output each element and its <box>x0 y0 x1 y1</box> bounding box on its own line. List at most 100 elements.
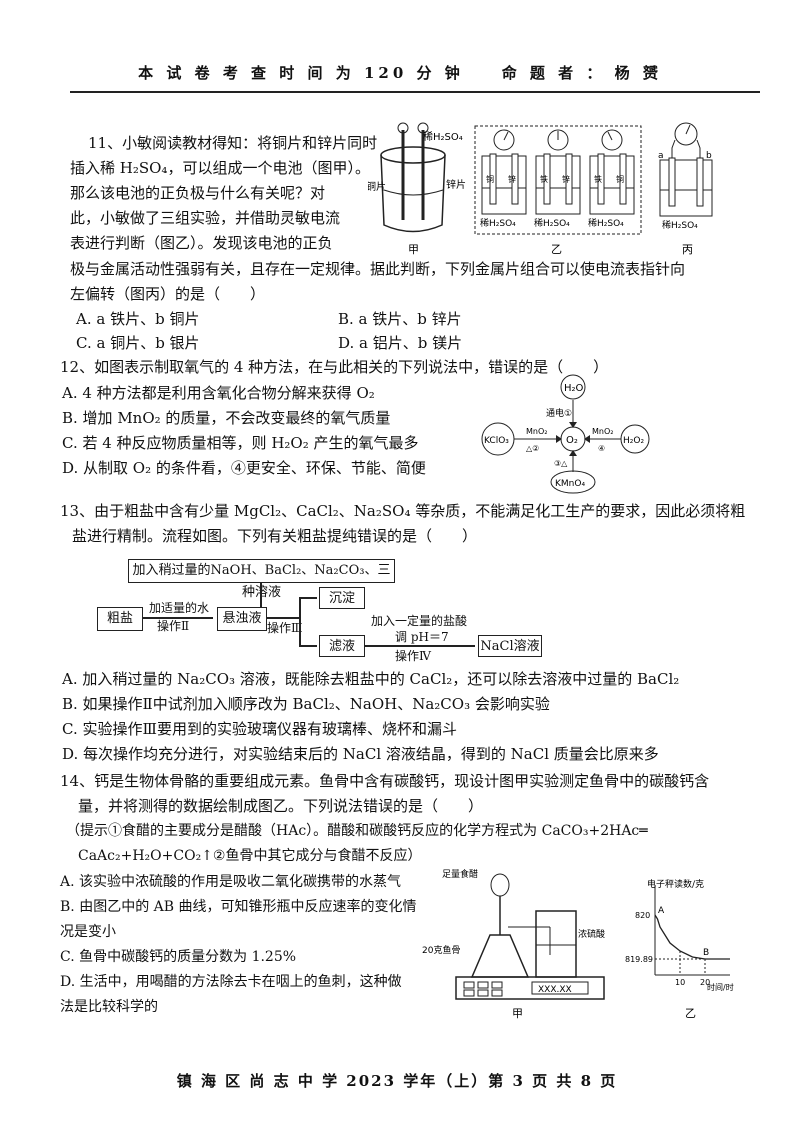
flow-reagents-box: 加入稍过量的NaOH、BaCl₂、Na₂CO₃、三种溶液 <box>128 559 395 600</box>
apparatus-caption: 甲 <box>512 1007 523 1020</box>
q12-option-b: B. 增加 MnO₂ 的质量，不会改变最终的氧气质量 <box>62 409 391 427</box>
q12-option-c: C. 若 4 种反应物质量相等，则 H₂O₂ 产生的氧气最多 <box>62 434 419 452</box>
header-rule <box>70 91 760 93</box>
q11-line4: 此，小敏做了三组实验，并借助灵敏电流 <box>70 209 341 227</box>
yi-metal-3: 铁 <box>540 174 548 184</box>
flow-filtrate: 滤液 <box>319 635 365 657</box>
q11-option-c: C. a 铜片、b 银片 <box>76 334 200 352</box>
salt-purification-flowchart: 加入稍过量的NaOH、BaCl₂、Na₂CO₃、三种溶液 粗盐 加适量的水 操作… <box>95 555 655 665</box>
q14-option-d-line2: 法是比较科学的 <box>60 999 158 1015</box>
y-tick-820: 820 <box>635 911 650 920</box>
scale-display: XXX.XX <box>538 985 572 995</box>
bing-acid-label: 稀H₂SO₄ <box>662 219 698 231</box>
h2o2-node: H₂O₂ <box>623 436 644 446</box>
x-tick-20: 20 <box>700 978 710 987</box>
yi-metal-4: 锌 <box>562 174 570 184</box>
q11-line5: 表进行判断（图乙）。发现该电池的正负 <box>70 234 333 252</box>
q11-line6: 极与金属活动性强弱有关，且存在一定规律。据此判断，下列金属片组合可以使电流表指针… <box>70 260 686 278</box>
figure-bing: a b 稀H₂SO₄ 丙 <box>658 122 713 256</box>
figure-jia: 稀H₂SO₄ 铜片 锌片 甲 <box>368 122 466 256</box>
q11-option-b: B. a 铁片、b 锌片 <box>338 310 462 328</box>
q11-line7: 左偏转（图丙）的是（ ） <box>70 285 266 303</box>
flow-op4-label: 操作Ⅳ <box>395 649 431 663</box>
flow-suspension: 悬浊液 <box>217 607 267 631</box>
q12-stem: 12、如图表示制取氧气的 4 种方法，在与此相关的下列说法中，错误的是（ ） <box>60 358 609 376</box>
jia-acid-label: 稀H₂SO₄ <box>423 130 463 143</box>
q14-apparatus-figure: 足量食醋 浓硫酸 20克鱼骨 XXX.XX 甲 <box>422 868 605 1020</box>
reaction-2-condition: △② <box>526 444 539 453</box>
q13-line1: 13、由于粗盐中含有少量 MgCl₂、CaCl₂、Na₂SO₄ 等杂质，不能满足… <box>60 502 746 520</box>
figure-yi-frame <box>474 125 642 235</box>
flow-arrow-3 <box>299 597 317 599</box>
yi-acid-2: 稀H₂SO₄ <box>534 217 570 229</box>
flow-arrow-1 <box>143 617 213 619</box>
reaction-3-label: ③△ <box>554 459 568 468</box>
reaction-1-label: 通电① <box>546 407 572 419</box>
y-tick-819.89: 819.89 <box>625 955 653 964</box>
jia-cu-label: 铜片 <box>368 180 386 193</box>
x-axis-label: 时间/时 <box>707 982 734 992</box>
q11-line1: 11、小敏阅读教材得知：将铜片和锌片同时 <box>88 134 378 152</box>
jia-caption: 甲 <box>408 243 419 256</box>
yi-metal-5: 铁 <box>594 174 602 184</box>
sulfuric-acid-label: 浓硫酸 <box>578 928 605 940</box>
flow-ph-label: 调 pH＝7 <box>395 630 449 644</box>
page-footer: 镇 海 区 尚 志 中 学 2023 学年（上）第 3 页 共 8 页 <box>176 1072 618 1090</box>
flow-precipitate: 沉淀 <box>319 587 365 609</box>
mass-vs-time-chart: 电子秤读数/克 时间/时 819.89 820 10 20 A B 乙 <box>625 878 734 1020</box>
q14-line2: 量，并将测得的数据绘制成图乙。下列说法错误的是（ ） <box>78 797 484 815</box>
reaction-4-condition: ④ <box>598 444 605 453</box>
bing-a-label: a <box>658 151 664 161</box>
q14-line1: 14、钙是生物体骨骼的重要组成元素。鱼骨中含有碳酸钙，现设计图甲实验测定鱼骨中的… <box>60 772 710 790</box>
q14-hint-1: （提示①食醋的主要成分是醋酸（HAc）。醋酸和碳酸钙反应的化学方程式为 CaCO… <box>66 823 648 839</box>
q14-option-d-line1: D. 生活中，用喝醋的方法除去卡在咽上的鱼刺，这种做 <box>60 974 402 990</box>
flow-crude-salt: 粗盐 <box>97 607 143 631</box>
x-tick-10: 10 <box>675 978 685 987</box>
flow-op3-label: 操作Ⅲ <box>267 621 303 635</box>
oxygen-methods-diagram: H₂O 通电① O₂ KClO₃ MnO₂ △② H₂O₂ MnO₂ ④ ③△ … <box>481 374 650 494</box>
yi-acid-3: 稀H₂SO₄ <box>588 217 624 229</box>
h2o-node: H₂O <box>564 383 584 394</box>
q13-line2: 盐进行精制。流程如图。下列有关粗盐提纯错误的是（ ） <box>72 527 478 545</box>
q13-option-d: D. 每次操作均充分进行，对实验结束后的 NaCl 溶液结晶，得到的 NaCl … <box>62 745 659 763</box>
q13-option-c: C. 实验操作Ⅲ要用到的实验玻璃仪器有玻璃棒、烧杯和漏斗 <box>62 720 457 738</box>
kmno4-node: KMnO₄ <box>555 479 585 489</box>
yi-metal-1: 铜 <box>486 174 494 184</box>
point-b-label: B <box>703 948 709 958</box>
flow-nacl-solution: NaCl溶液 <box>478 635 542 657</box>
kclo3-node: KClO₃ <box>484 436 509 446</box>
yi-caption: 乙 <box>551 243 562 256</box>
jia-zn-label: 锌片 <box>446 178 466 191</box>
q11-line2: 插入稀 H₂SO₄，可以组成一个电池（图甲）。 <box>70 159 370 177</box>
point-a-label: A <box>658 906 665 916</box>
flow-acid-label: 加入一定量的盐酸 <box>371 614 468 628</box>
q11-line3: 那么该电池的正负极与什么有关呢？对 <box>70 184 326 202</box>
flow-branch-line <box>299 597 301 645</box>
q11-option-d: D. a 铝片、b 镁片 <box>338 334 463 352</box>
flow-arrow-2 <box>267 617 299 619</box>
q14-option-c: C. 鱼骨中碳酸钙的质量分数为 1.25% <box>60 949 297 965</box>
yi-metal-6: 铜 <box>616 174 624 184</box>
q14-option-b-line2: 况是变小 <box>60 924 116 940</box>
q13-option-a: A. 加入稍过量的 Na₂CO₃ 溶液，既能除去粗盐中的 CaCl₂，还可以除去… <box>62 670 680 688</box>
q11-figures: 稀H₂SO₄ 铜片 锌片 甲 铜 锌 稀H₂SO₄ 铁 锌 稀H₂SO₄ <box>368 122 713 256</box>
flow-arrow-4 <box>299 645 317 647</box>
q11-option-a: A. a 铁片、b 铜片 <box>76 310 200 328</box>
flow-arrow-down <box>260 582 262 608</box>
yi-acid-1: 稀H₂SO₄ <box>480 217 516 229</box>
chart-caption: 乙 <box>685 1007 696 1020</box>
q12-option-a: A. 4 种方法都是利用含氧化合物分解来获得 O₂ <box>62 384 375 402</box>
y-axis-label: 电子秤读数/克 <box>647 878 704 890</box>
page-header: 本 试 卷 考 查 时 间 为 120 分 钟 命 题 者 ： 杨 赟 <box>138 64 662 82</box>
q14-option-a: A. 该实验中浓硫酸的作用是吸收二氧化碳携带的水蒸气 <box>60 874 402 890</box>
q12-option-d: D. 从制取 O₂ 的条件看，④更安全、环保、节能、简便 <box>62 459 426 477</box>
o2-node: O₂ <box>566 435 578 446</box>
bing-caption: 丙 <box>682 243 693 256</box>
reaction-4-catalyst: MnO₂ <box>592 427 613 436</box>
yi-metal-2: 锌 <box>508 174 516 184</box>
vinegar-label: 足量食醋 <box>442 868 478 880</box>
fish-bone-label: 20克鱼骨 <box>422 944 460 956</box>
mass-curve <box>654 914 730 960</box>
flow-arrow-5 <box>365 645 475 647</box>
flow-water-label: 加适量的水 <box>149 601 210 615</box>
